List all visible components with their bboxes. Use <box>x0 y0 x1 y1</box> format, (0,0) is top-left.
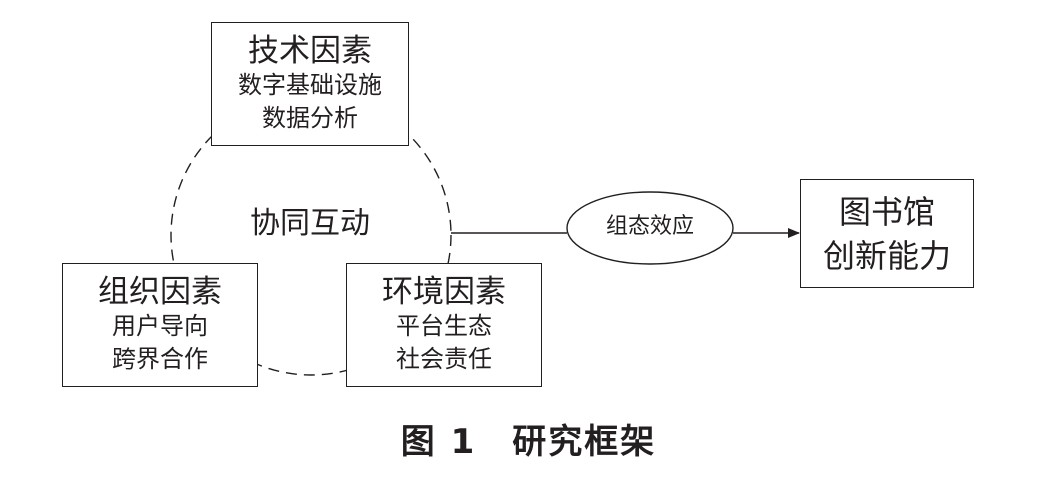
tech-factor-box: 技术因素 数字基础设施 数据分析 <box>211 22 409 146</box>
env-factor-box: 环境因素 平台生态 社会责任 <box>346 263 542 387</box>
center-label: 协同互动 <box>250 206 370 241</box>
interaction-circle <box>170 94 452 376</box>
org-factor-item: 用户导向 <box>112 312 208 340</box>
tech-factor-item: 数字基础设施 <box>238 71 382 99</box>
env-factor-title: 环境因素 <box>382 274 506 310</box>
org-factor-box: 组织因素 用户导向 跨界合作 <box>62 263 258 387</box>
result-box: 图书馆 创新能力 <box>800 179 974 288</box>
org-factor-title: 组织因素 <box>98 274 222 310</box>
effect-ellipse <box>566 191 734 265</box>
effect-label: 组态效应 <box>605 214 694 239</box>
env-factor-item: 平台生态 <box>396 312 492 340</box>
figure-caption: 图 1 研究框架 <box>400 422 657 462</box>
tech-factor-title: 技术因素 <box>248 33 372 69</box>
tech-factor-item: 数据分析 <box>262 104 358 132</box>
org-factor-item: 跨界合作 <box>112 345 208 373</box>
env-factor-item: 社会责任 <box>396 345 492 373</box>
result-line: 图书馆 <box>838 192 935 231</box>
result-line: 创新能力 <box>822 236 951 275</box>
